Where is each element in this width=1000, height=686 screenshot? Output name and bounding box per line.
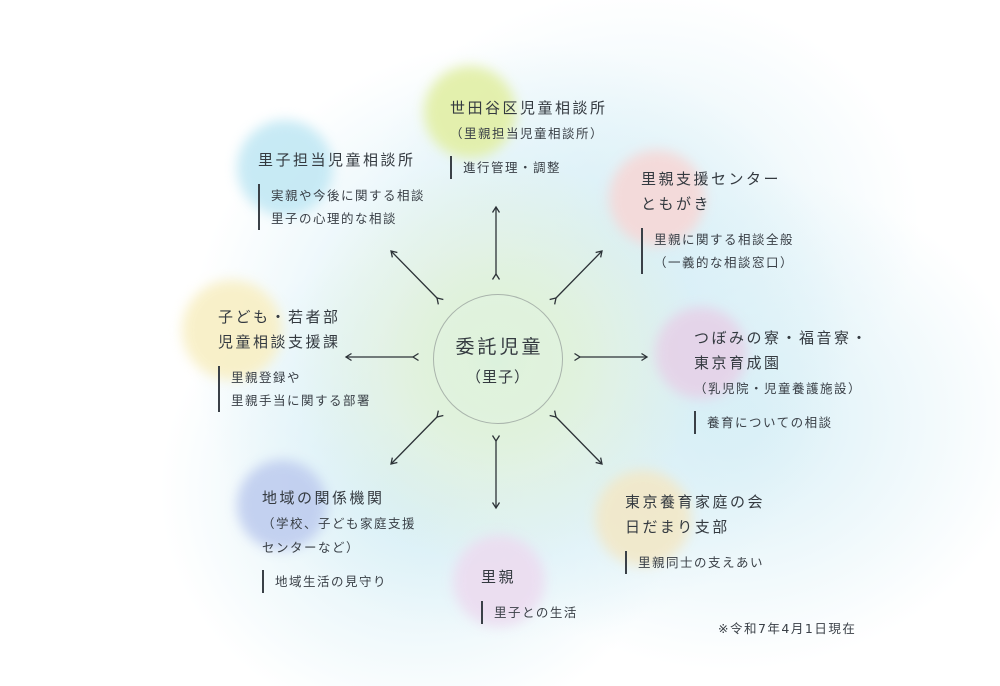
node-detail-line: 里親手当に関する部署: [231, 393, 372, 408]
node-detail: 実親や今後に関する相談 里子の心理的な相談: [258, 184, 425, 230]
node-detail: 養育についての相談: [694, 411, 869, 434]
node-name-line: 東京養育家庭の会: [625, 493, 766, 511]
node-sub-line: （学校、子ども家庭支援: [262, 516, 417, 531]
node-detail-line: 実親や今後に関する相談: [271, 188, 426, 203]
node-foster-child-consultation-center: 里子担当児童相談所 実親や今後に関する相談 里子の心理的な相談: [258, 148, 425, 230]
node-detail: 里親同士の支えあい: [625, 551, 765, 574]
node-detail: 地域生活の見守り: [262, 570, 416, 593]
node-tokyo-foster-family-association-hidamari-branch: 東京養育家庭の会 日だまり支部 里親同士の支えあい: [625, 490, 765, 574]
node-name-line: 里親: [481, 568, 517, 586]
arrow-south-west: [390, 410, 444, 465]
node-detail: 里親に関する相談全般 （一義的な相談窓口）: [641, 228, 794, 274]
node-tsubomi-fukuin-tokyo-ikuseien: つぼみの寮・福音寮・ 東京育成園 （乳児院・児童養護施設） 養育についての相談: [694, 326, 869, 434]
node-detail: 里子との生活: [481, 601, 578, 624]
node-name-line: ともがき: [641, 195, 712, 213]
node-children-youth-dept-consultation-support-division: 子ども・若者部 児童相談支援課 里親登録や 里親手当に関する部署: [218, 305, 371, 412]
node-name-line: 世田谷区児童相談所: [450, 99, 608, 117]
node-detail: 進行管理・調整: [450, 156, 608, 179]
arrow-north-east: [549, 250, 603, 305]
node-name-line: 里親支援センター: [641, 170, 782, 188]
node-foster-parent-support-center-tomogaki: 里親支援センター ともがき 里親に関する相談全般 （一義的な相談窓口）: [641, 167, 794, 274]
node-local-related-organizations: 地域の関係機関 （学校、子ども家庭支援 センターなど） 地域生活の見守り: [262, 486, 416, 593]
node-detail-line: 里親登録や: [231, 370, 302, 385]
node-detail-line: 里子の心理的な相談: [271, 211, 398, 226]
node-name-line: つぼみの寮・福音寮・: [694, 329, 870, 347]
node-detail-line: 地域生活の見守り: [275, 574, 388, 589]
node-name-line: 東京育成園: [694, 354, 782, 372]
node-setagaya-child-consultation-center: 世田谷区児童相談所 （里親担当児童相談所） 進行管理・調整: [450, 96, 608, 179]
footnote: ※令和7年4月1日現在: [718, 621, 857, 636]
node-detail-line: 養育についての相談: [707, 415, 833, 430]
node-foster-parent: 里親 里子との生活: [481, 565, 578, 624]
node-sub-line: （里親担当児童相談所）: [450, 126, 605, 141]
node-name-line: 日だまり支部: [625, 518, 730, 536]
node-sub-line: （乳児院・児童養護施設）: [694, 381, 863, 396]
node-detail-line: 進行管理・調整: [463, 160, 562, 175]
node-detail-line: 里親同士の支えあい: [638, 555, 765, 570]
node-name-line: 里子担当児童相談所: [258, 151, 416, 169]
arrow-south-east: [549, 410, 603, 465]
node-detail-line: 里子との生活: [494, 605, 578, 620]
node-name-line: 子ども・若者部: [218, 308, 341, 326]
node-detail-line: （一義的な相談窓口）: [654, 255, 795, 270]
arrow-north-west: [390, 250, 444, 305]
center-subtitle: （里子）: [465, 367, 530, 386]
node-detail-line: 里親に関する相談全般: [654, 232, 795, 247]
node-sub-line: センターなど）: [262, 540, 361, 555]
center-title: 委託児童: [455, 335, 544, 358]
center-circle: 委託児童 （里子）: [433, 294, 563, 424]
node-name-line: 地域の関係機関: [262, 489, 385, 507]
node-name-line: 児童相談支援課: [218, 333, 341, 351]
node-detail: 里親登録や 里親手当に関する部署: [218, 366, 371, 412]
